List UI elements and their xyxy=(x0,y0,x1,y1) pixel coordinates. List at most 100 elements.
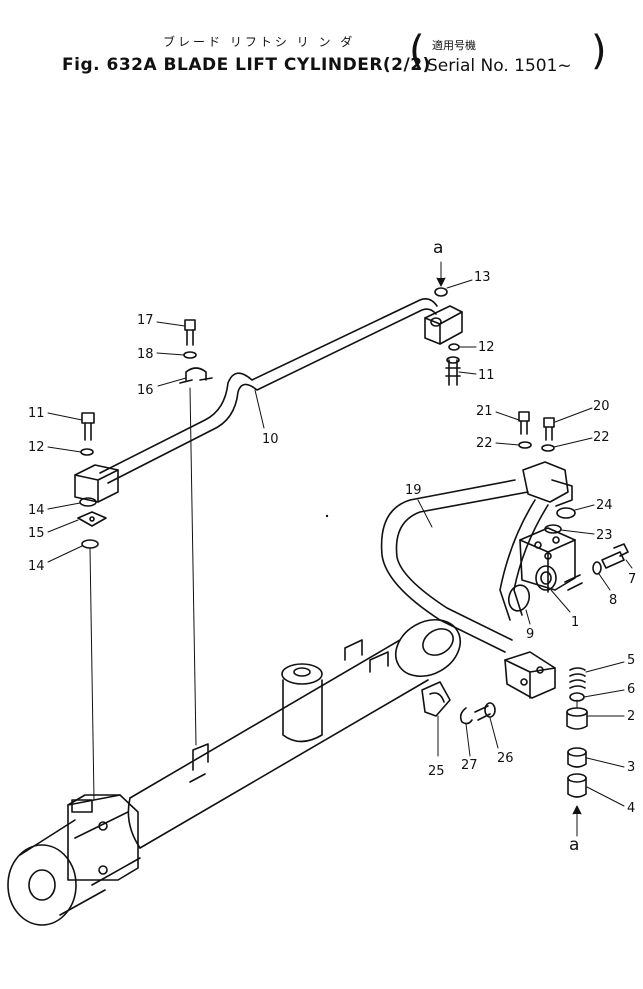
fitting-3-top xyxy=(567,747,587,757)
leader-14-upper xyxy=(47,502,81,510)
o-ring-13 xyxy=(434,287,448,297)
rod-eye-neck xyxy=(19,819,106,916)
arrow-a-bottom-head xyxy=(572,805,582,815)
valve-port xyxy=(535,565,557,591)
bolt-20-shank xyxy=(545,426,553,441)
cylinder-tube xyxy=(129,639,429,849)
bolt-17-head xyxy=(184,319,196,331)
centerline-middle xyxy=(189,387,197,746)
bolt-17-shank xyxy=(186,329,194,346)
pipe19-flange-top xyxy=(522,461,569,503)
bolt-20-head xyxy=(543,417,555,428)
head-bolt xyxy=(98,821,108,831)
diagram-header: ブレード リフトシ リ ン ダ Fig. 632A BLADE LIFT CYL… xyxy=(0,0,643,90)
callout-15: 15 xyxy=(28,526,45,541)
cylinder-rod-eye xyxy=(7,844,77,926)
cylinder-port-boss xyxy=(282,679,323,743)
leader-26 xyxy=(489,717,499,749)
plate-15-hole xyxy=(89,516,95,522)
leader-16 xyxy=(157,377,187,387)
flange-left-edges xyxy=(74,469,119,503)
bolt-11-left-head xyxy=(81,412,95,424)
leader-5 xyxy=(585,661,625,673)
o-ring-23 xyxy=(544,524,562,534)
pipe19-back xyxy=(499,499,536,621)
callout-3: 3 xyxy=(627,760,635,775)
cylinder-bottom-cap xyxy=(395,618,461,678)
tube-line xyxy=(189,773,206,783)
fitting-4 xyxy=(567,777,587,798)
leader-15 xyxy=(47,519,79,533)
o-ring-24 xyxy=(556,507,576,519)
tube-10 xyxy=(74,298,463,503)
callout-6: 6 xyxy=(627,682,635,697)
callout-13: 13 xyxy=(474,270,491,285)
leader-3 xyxy=(586,757,625,768)
callout-10: 10 xyxy=(262,432,279,447)
callout-26: 26 xyxy=(497,751,514,766)
snap-ring-27 xyxy=(459,707,473,725)
valve-bolt-hole xyxy=(544,552,552,560)
flange-bolt-hole xyxy=(430,317,442,327)
valve-port-inner xyxy=(540,571,552,585)
clamp-16 xyxy=(179,367,213,384)
rod-eye-bore xyxy=(28,869,56,901)
bottom-cap-hub xyxy=(422,628,454,656)
serial-label-japanese: 適用号機 xyxy=(432,39,476,52)
washer-22-left xyxy=(518,441,532,449)
valve-block-1 xyxy=(519,527,583,593)
leader-23 xyxy=(560,529,595,535)
bolt-7-head xyxy=(613,543,629,557)
serial-paren-open: ( xyxy=(409,28,425,74)
washer-8 xyxy=(592,561,602,575)
callout-18: 18 xyxy=(137,347,154,362)
leader-13 xyxy=(446,279,473,289)
pipe-flange-right xyxy=(424,305,463,345)
leader-22-left xyxy=(495,442,520,446)
flange-top-side xyxy=(551,479,573,507)
callout-22-right: 22 xyxy=(593,430,610,445)
callout-2: 2 xyxy=(627,709,635,724)
leader-14-lower xyxy=(47,545,83,563)
valve-fitting xyxy=(564,574,583,591)
tube-clamp-bracket xyxy=(344,639,363,661)
flange-bottom-edges xyxy=(504,659,556,699)
pipe-lower-edge xyxy=(107,308,437,484)
port-boss-top xyxy=(281,663,323,685)
tube-clamp-bracket xyxy=(192,743,209,771)
leader-lines xyxy=(47,279,633,807)
leader-22-right xyxy=(553,437,593,448)
washer-12-left xyxy=(80,448,94,456)
callout-12-left: 12 xyxy=(28,440,45,455)
leader-19 xyxy=(417,499,433,528)
centerline-left xyxy=(89,547,95,801)
washer-12-right xyxy=(448,343,460,351)
callout-17: 17 xyxy=(137,313,154,328)
callout-11-left: 11 xyxy=(28,406,45,421)
port-boss-hole xyxy=(293,667,311,677)
callout-labels: a a 1 2 3 4 5 6 7 8 9 10 11 11 12 12 13 … xyxy=(28,238,636,855)
flange-bolt xyxy=(536,666,544,674)
leader-20 xyxy=(554,407,593,423)
pipe-flange-left xyxy=(74,464,119,503)
callout-21: 21 xyxy=(476,404,493,419)
bolt-11-left-shank xyxy=(84,422,92,441)
pipe-upper-edge xyxy=(99,298,438,474)
o-ring-14-upper xyxy=(79,497,97,507)
fitting-4-top xyxy=(567,773,587,783)
leader-12-left xyxy=(47,446,82,453)
leader-10 xyxy=(254,389,265,429)
callout-a-top: a xyxy=(433,238,443,258)
leader-11-right xyxy=(458,371,477,375)
title-japanese: ブレード リフトシ リ ン ダ xyxy=(163,35,356,49)
callout-7: 7 xyxy=(628,572,636,587)
tube-clamp-bracket xyxy=(369,651,389,673)
callout-12-right: 12 xyxy=(478,340,495,355)
callout-1: 1 xyxy=(571,615,579,630)
blade-lift-cylinder xyxy=(7,618,461,926)
callout-a-bottom: a xyxy=(569,835,579,855)
bolt-21-head xyxy=(518,411,530,422)
clamp-25 xyxy=(421,681,451,717)
callout-5: 5 xyxy=(627,653,635,668)
leader-18 xyxy=(156,352,185,356)
